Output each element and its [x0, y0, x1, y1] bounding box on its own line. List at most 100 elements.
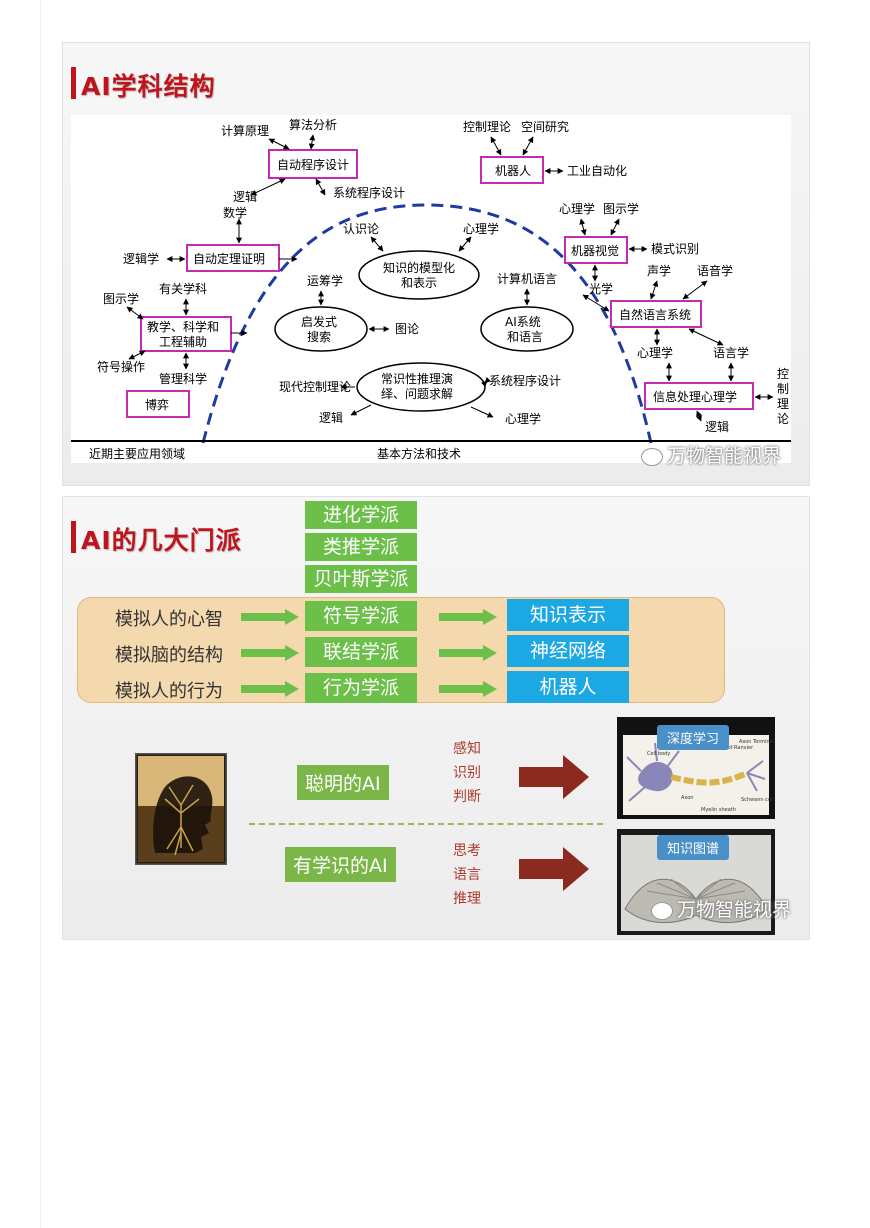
row-label-behavior: 模拟人的行为 [115, 681, 223, 702]
result-robot: 机器人 [507, 671, 629, 703]
school-bayes: 贝叶斯学派 [305, 565, 417, 593]
node-logic-study: 逻辑学 [123, 251, 159, 266]
aspect-thinking: 思考 [453, 843, 481, 859]
node-phonetics: 语音学 [697, 263, 733, 278]
node-acoustics: 声学 [647, 263, 671, 278]
structure-svg: 近期主要应用领域 基本方法和技术 自动程序设计 计算原理 算法分析 系统程序设计… [71, 117, 791, 461]
aspect-judgment: 判断 [453, 789, 481, 805]
node-box-auto-theorem [186, 244, 280, 272]
node-graph-theory: 图论 [395, 322, 419, 336]
green-arrow [241, 609, 299, 625]
node-game: 博弈 [145, 397, 169, 412]
aspect-language: 语言 [453, 867, 481, 883]
ai-structure-diagram: 近期主要应用领域 基本方法和技术 自动程序设计 计算原理 算法分析 系统程序设计… [71, 115, 791, 463]
watermark-text: 万物智能视界 [667, 445, 782, 467]
row-label-brain: 模拟脑的结构 [115, 645, 223, 666]
node-graph-study-2: 图示学 [603, 201, 639, 216]
node-teach-line2: 工程辅助 [159, 334, 207, 349]
node-linguistics: 语言学 [713, 345, 749, 360]
node-auto-program: 自动程序设计 [277, 157, 349, 172]
node-space-research: 空间研究 [521, 119, 569, 134]
node-auto-theorem: 自动定理证明 [193, 251, 265, 266]
smart-ai-label: 聪明的AI [297, 765, 389, 800]
green-arrow [241, 681, 299, 697]
node-ellipse-knowledge [358, 250, 480, 300]
knowledge-ai-label: 有学识的AI [285, 847, 396, 882]
neuron-label-myelin-sheath: Myelin sheath [701, 807, 736, 813]
node-symbol-op: 符号操作 [97, 359, 145, 374]
red-arrow [519, 755, 589, 799]
node-ellipse-common [356, 362, 486, 412]
node-teach-line1: 教学、科学和 [147, 319, 219, 334]
node-modern-control: 现代控制理论 [279, 380, 351, 394]
node-calc-principle: 计算原理 [221, 123, 269, 138]
school-connectionism: 联结学派 [305, 637, 417, 667]
node-heuristic-line2: 搜索 [307, 329, 331, 344]
node-box-robot [480, 156, 544, 184]
node-ai-sys-line1: AI系统 [505, 315, 541, 329]
result-neural-network: 神经网络 [507, 635, 629, 667]
deep-learning-image: Cell body Node of Ranvier Axon Terminal … [617, 717, 775, 819]
node-operations: 运筹学 [307, 273, 343, 288]
node-cognition: 认识论 [343, 222, 379, 236]
title-accent-bar [71, 67, 76, 99]
node-box-teach [140, 316, 232, 352]
red-arrow [519, 847, 589, 891]
node-box-auto-program [268, 149, 358, 179]
row-label-mind: 模拟人的心智 [115, 609, 223, 630]
neuron-label-schwann-cell: Schwann cell [741, 797, 774, 803]
chat-bubble-icon [641, 447, 663, 466]
node-heuristic-line1: 启发式 [301, 314, 337, 329]
aspect-perception: 感知 [453, 741, 481, 757]
aspect-recognition: 识别 [453, 765, 481, 781]
node-knowledge-line2: 和表示 [401, 276, 437, 290]
node-logic-2: 逻辑 [319, 411, 343, 425]
node-industrial-auto: 工业自动化 [567, 164, 627, 178]
node-sys-program: 系统程序设计 [333, 185, 405, 200]
green-arrow [439, 609, 497, 625]
node-control-theory: 控制理论 [463, 120, 511, 134]
node-psych-1: 心理学 [463, 221, 499, 236]
node-knowledge-line1: 知识的模型化 [383, 260, 455, 275]
node-common-line1: 常识性推理演 [381, 371, 453, 386]
neuron-label-axon-terminal: Axon Terminal [739, 739, 774, 745]
node-ellipse-ai-sys [480, 306, 574, 352]
result-knowledge-representation: 知识表示 [507, 599, 629, 631]
node-box-info-psych [644, 382, 754, 410]
node-math: 数学 [223, 205, 247, 220]
node-box-machine-vision [564, 236, 628, 264]
green-arrow [439, 681, 497, 697]
node-algo-analysis: 算法分析 [289, 117, 337, 132]
node-machine-vision: 机器视觉 [571, 243, 619, 258]
page-edge [40, 0, 41, 1228]
node-box-nlp [610, 300, 702, 328]
watermark: 万物智能视界 [651, 895, 791, 922]
slide-title: AI的几大门派 [81, 526, 242, 555]
slide-ai-schools: AI的几大门派 进化学派 类推学派 贝叶斯学派 模拟人的心智 符号学派 知识表示… [62, 496, 810, 940]
slide-title: AI学科结构 [81, 72, 216, 101]
dashed-divider [249, 823, 603, 825]
node-control-vertical: 控制理论 [777, 367, 790, 426]
school-evolution: 进化学派 [305, 501, 417, 529]
neuron-label-node-of-ranvier: Node of Ranvier [713, 745, 754, 751]
node-psych-4: 心理学 [637, 345, 673, 360]
node-optics: 光学 [589, 281, 613, 296]
green-arrow [241, 645, 299, 661]
watermark-text: 万物智能视界 [677, 899, 792, 921]
node-nlp: 自然语言系统 [619, 307, 691, 322]
head-tree-image [135, 753, 227, 865]
node-psych-3: 心理学 [559, 201, 595, 216]
green-arrow [439, 645, 497, 661]
deep-learning-tag: 深度学习 [657, 725, 730, 750]
node-sys-program-2: 系统程序设计 [489, 373, 561, 388]
knowledge-ai-aspects: 思考 语言 推理 [453, 839, 481, 911]
slide-ai-structure: AI学科结构 近期主要应用领域 基本方法和技术 自动程序设计 计算原理 算法分析… [62, 42, 810, 486]
knowledge-graph-tag: 知识图谱 [657, 835, 730, 860]
node-logic-3: 逻辑 [705, 420, 729, 434]
bottom-label-left: 近期主要应用领域 [89, 446, 185, 461]
smart-ai-aspects: 感知 识别 判断 [453, 737, 481, 809]
node-logic-1: 逻辑 [233, 190, 257, 204]
node-pattern-recog: 模式识别 [651, 242, 699, 256]
node-box-game [126, 390, 190, 418]
neuron-label-cell-body: Cell body [647, 751, 670, 757]
